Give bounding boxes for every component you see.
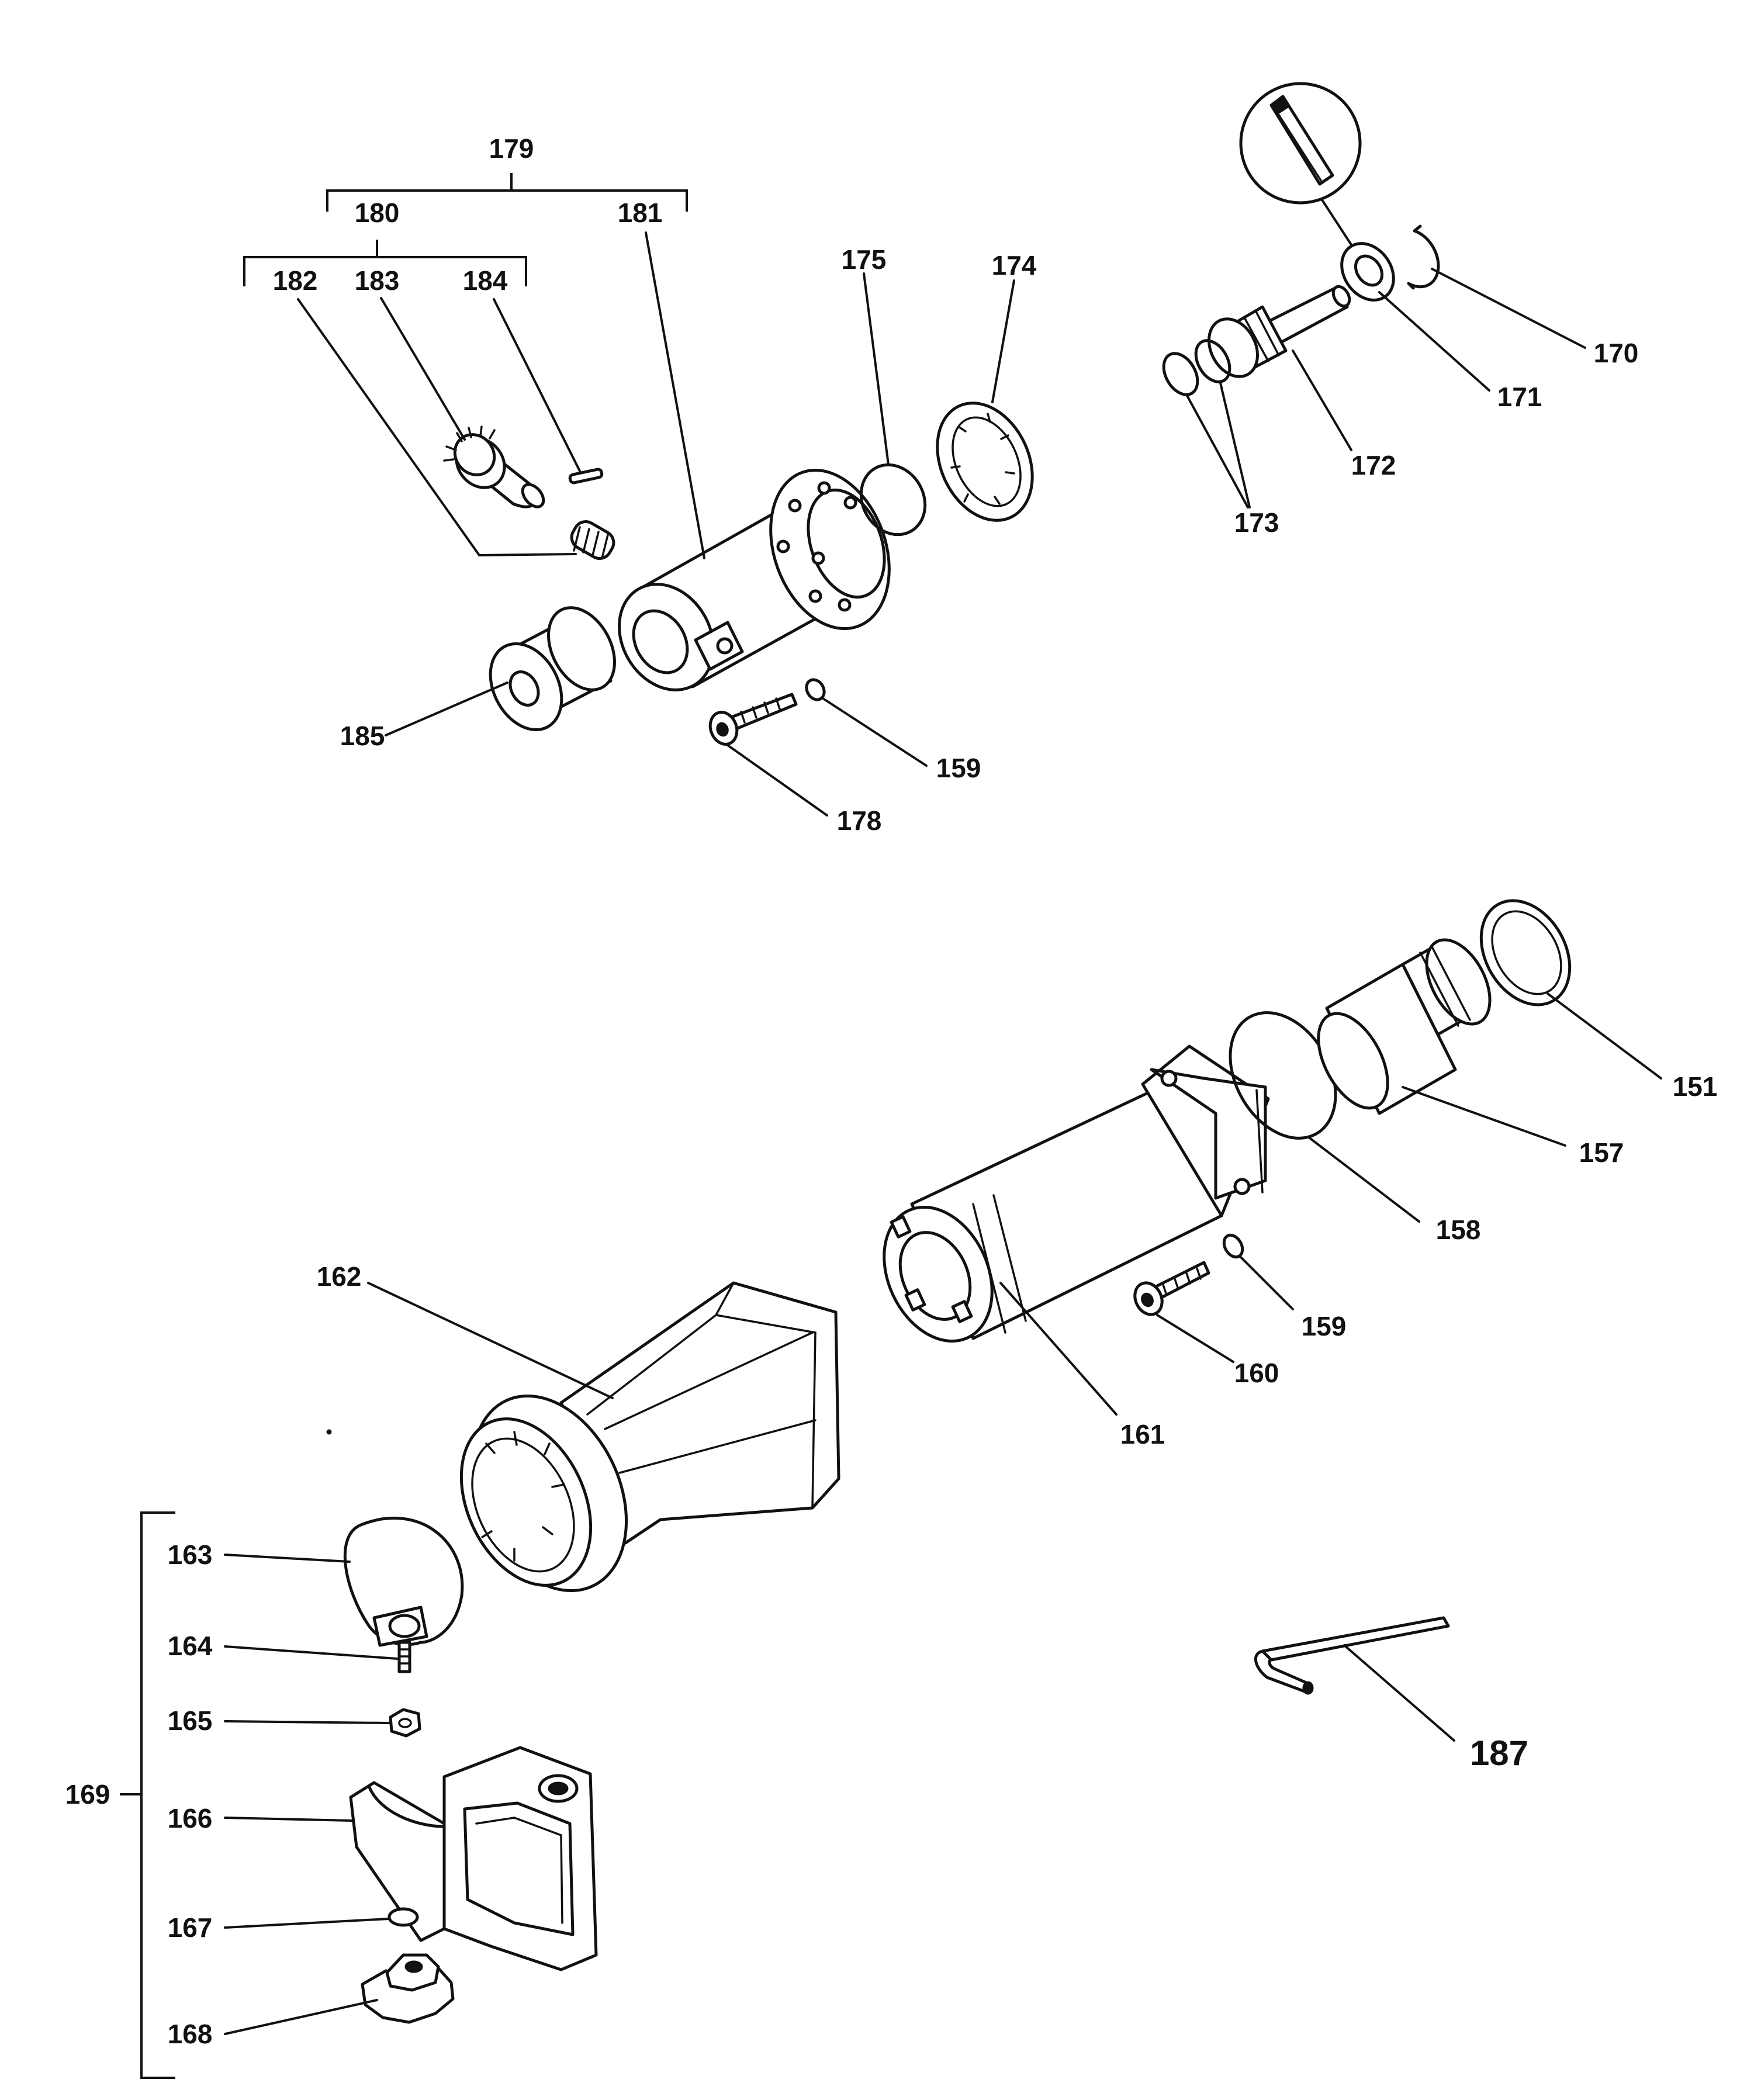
part-172-tool-holder	[1208, 285, 1351, 378]
leader-187	[1343, 1644, 1455, 1742]
label-162: 162	[317, 1261, 362, 1292]
part-184-pin	[568, 468, 604, 485]
part-170-circlip	[1407, 224, 1440, 290]
bracket-180	[243, 240, 527, 286]
part-167-washer	[388, 1907, 419, 1927]
label-174: 174	[992, 250, 1037, 281]
label-172: 172	[1351, 450, 1396, 480]
label-169: 169	[65, 1779, 110, 1810]
part-183-gear-shaft	[443, 425, 545, 508]
detail-circle-insert	[1239, 82, 1362, 205]
part-173-rings	[1162, 339, 1231, 396]
label-171: 171	[1497, 382, 1542, 412]
part-185-knob	[489, 606, 616, 732]
label-159-mid: 159	[1302, 1311, 1347, 1341]
leader-detail	[1321, 199, 1356, 251]
part-181-gear-housing	[618, 468, 891, 691]
label-165: 165	[168, 1705, 213, 1736]
label-170: 170	[1594, 338, 1639, 368]
part-175-o-ring	[859, 463, 927, 537]
label-168: 168	[168, 2019, 213, 2049]
leader-163	[224, 1554, 351, 1563]
leader-162	[367, 1282, 614, 1399]
leader-183	[380, 297, 466, 441]
part-178-screw	[708, 693, 798, 746]
part-163-clamp-band	[343, 1517, 464, 1647]
leader-151	[1547, 992, 1662, 1080]
part-159-washer-top	[805, 678, 826, 701]
part-161-cylinder	[883, 1044, 1270, 1343]
leader-178	[726, 744, 828, 817]
leader-161	[999, 1282, 1118, 1416]
leader-166	[224, 1817, 353, 1822]
leader-173	[1185, 382, 1251, 508]
leader-160	[1156, 1314, 1234, 1363]
leader-159-mid	[1239, 1255, 1294, 1310]
part-187-hex-key	[1254, 1616, 1450, 1695]
label-184: 184	[463, 265, 508, 296]
label-180: 180	[355, 198, 400, 228]
label-175: 175	[842, 244, 887, 275]
label-163: 163	[168, 1539, 213, 1570]
part-174-toothed-ring	[936, 402, 1034, 522]
label-173: 173	[1234, 507, 1279, 538]
label-182: 182	[273, 265, 318, 296]
leader-165	[224, 1720, 390, 1724]
leader-172	[1292, 350, 1352, 451]
part-182-spring	[570, 520, 615, 560]
part-159-washer-mid	[1222, 1233, 1244, 1259]
leader-184	[493, 298, 581, 472]
leader-185	[385, 681, 508, 736]
part-164-bolt	[397, 1641, 411, 1673]
label-151: 151	[1673, 1071, 1718, 1102]
label-178: 178	[837, 805, 882, 836]
label-179: 179	[489, 133, 534, 164]
label-157: 157	[1579, 1137, 1624, 1168]
part-165-nut	[389, 1708, 421, 1738]
bracket-179	[326, 173, 688, 212]
label-183: 183	[355, 265, 400, 296]
label-164: 164	[168, 1631, 213, 1661]
bracket-169	[120, 1511, 175, 2079]
part-166-side-handle	[349, 1746, 598, 1971]
label-158: 158	[1436, 1215, 1481, 1245]
leader-157	[1402, 1086, 1566, 1147]
leader-159-top	[822, 697, 928, 767]
label-181: 181	[618, 198, 663, 228]
leader-158	[1307, 1136, 1420, 1223]
part-157-piston	[1317, 938, 1492, 1115]
label-185: 185	[340, 721, 385, 751]
label-167: 167	[168, 1912, 213, 1943]
leader-182	[297, 298, 577, 557]
leader-181	[645, 231, 705, 559]
label-166: 166	[168, 1803, 213, 1833]
leader-174	[991, 279, 1015, 403]
leader-175	[863, 272, 890, 466]
part-162-front-housing	[459, 1281, 840, 1593]
leader-168	[224, 1999, 378, 2035]
label-161: 161	[1120, 1419, 1165, 1449]
leader-171	[1378, 291, 1490, 392]
label-187: 187	[1470, 1734, 1528, 1773]
label-160: 160	[1234, 1358, 1279, 1388]
part-160-screw	[1133, 1261, 1210, 1316]
part-151-ring-seal	[1479, 899, 1572, 1006]
leader-164	[224, 1645, 399, 1660]
leader-167	[224, 1918, 390, 1929]
stray-dot	[326, 1429, 332, 1435]
label-159-top: 159	[936, 753, 981, 783]
leader-170	[1431, 268, 1586, 349]
part-168-star-knob	[361, 1953, 455, 2024]
